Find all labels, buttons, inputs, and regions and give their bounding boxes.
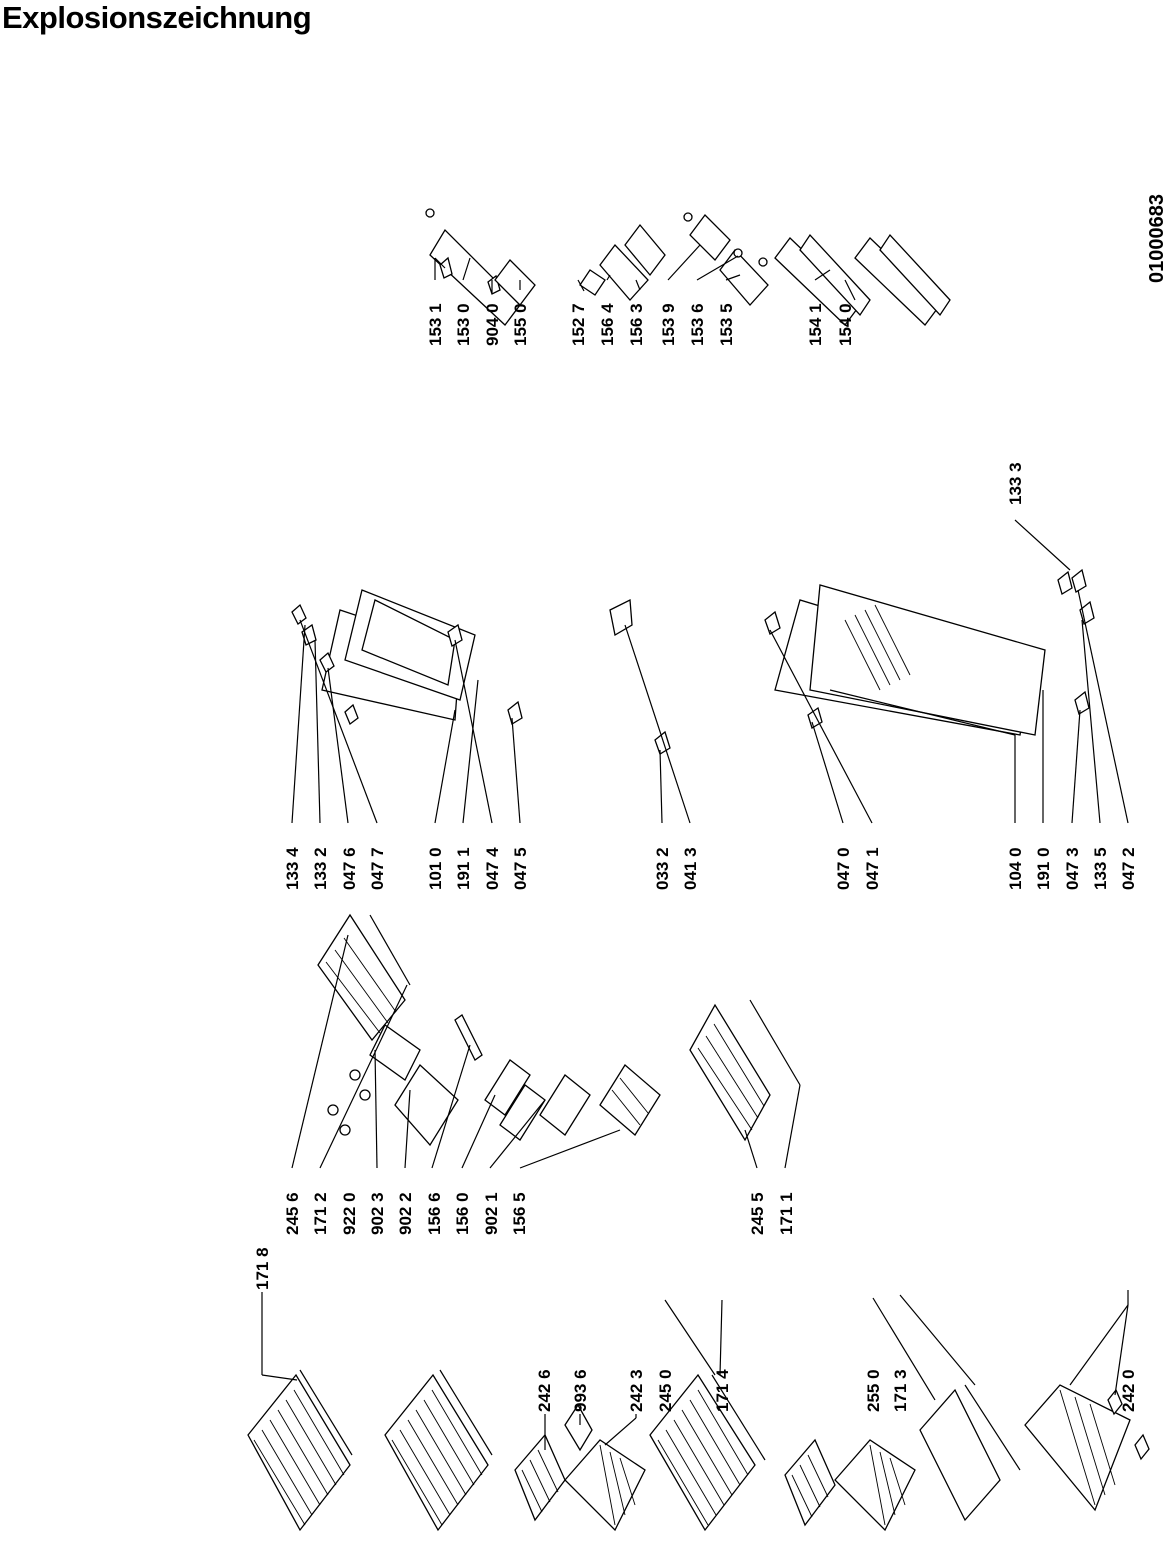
part-label: 047 0 — [834, 847, 853, 890]
part-label: 047 7 — [368, 847, 387, 890]
vegetable-drawer-drawing — [1024, 1384, 1150, 1512]
rack-drawing — [369, 1024, 421, 1081]
fridge-door-drawing — [764, 568, 1095, 736]
part-label: 156 0 — [453, 1192, 472, 1235]
page-title: Explosionszeichnung — [2, 0, 312, 35]
tray-drawing — [539, 1074, 591, 1136]
part-label: 993 6 — [571, 1369, 590, 1412]
hinge-drawing — [609, 598, 671, 755]
leader-lines — [261, 244, 1129, 1450]
egg-holder-drawing — [494, 259, 536, 306]
part-label: 133 2 — [311, 847, 330, 890]
frame-drawing — [394, 1063, 459, 1147]
part-label: 047 4 — [483, 847, 502, 890]
part-number-labels: 171 8 242 6 993 6 242 3 245 0 171 4 255 … — [253, 303, 1138, 1412]
part-label: 242 3 — [627, 1369, 646, 1412]
rail-drawing — [454, 1014, 483, 1061]
part-label: 245 5 — [748, 1192, 767, 1235]
part-label: 047 2 — [1119, 847, 1138, 890]
small-grid-shelf-drawing — [784, 1438, 836, 1527]
bottle-shelf-drawing — [774, 233, 951, 326]
part-label: 902 2 — [396, 1192, 415, 1235]
door-bin-drawing — [683, 212, 769, 306]
freezer-door-drawing — [291, 589, 523, 726]
wire-shelf-drawing — [689, 999, 801, 1142]
part-label: 153 5 — [717, 303, 736, 346]
crisper-drawer-drawing — [564, 1439, 646, 1532]
part-label: 156 3 — [627, 303, 646, 346]
part-label: 153 1 — [426, 303, 445, 346]
part-label: 154 0 — [836, 303, 855, 346]
part-label: 242 6 — [535, 1369, 554, 1412]
part-label: 255 0 — [864, 1369, 883, 1412]
bracket-drawing — [564, 1403, 593, 1452]
part-label: 133 4 — [283, 847, 302, 890]
part-label: 041 3 — [681, 847, 700, 890]
wire-shelf-drawing — [317, 913, 411, 1042]
crisper-drawer-drawing — [834, 1439, 916, 1532]
drawing-id: 01000683 — [1146, 194, 1168, 283]
part-label: 922 0 — [340, 1192, 359, 1235]
part-label: 153 6 — [688, 303, 707, 346]
drawer-drawing — [599, 1064, 661, 1136]
part-label: 902 1 — [482, 1192, 501, 1235]
part-label: 133 3 — [1006, 462, 1025, 505]
part-drawings — [247, 208, 1150, 1532]
part-label: 047 3 — [1063, 847, 1082, 890]
part-label: 047 5 — [511, 847, 530, 890]
part-label: 047 6 — [340, 847, 359, 890]
part-label: 191 1 — [454, 847, 473, 890]
part-label: 191 0 — [1034, 847, 1053, 890]
part-label: 245 0 — [656, 1369, 675, 1412]
part-label: 152 7 — [569, 303, 588, 346]
part-label: 047 1 — [863, 847, 882, 890]
part-label: 156 4 — [598, 303, 617, 346]
part-label: 153 0 — [454, 303, 473, 346]
part-label: 171 1 — [777, 1192, 796, 1235]
wire-shelf-drawing — [247, 1369, 353, 1532]
part-label: 245 6 — [283, 1192, 302, 1235]
part-label: 133 5 — [1091, 847, 1110, 890]
part-label: 171 4 — [713, 1369, 732, 1412]
part-label: 156 5 — [510, 1192, 529, 1235]
part-label: 101 0 — [426, 847, 445, 890]
part-label: 242 0 — [1119, 1369, 1138, 1412]
part-label: 033 2 — [653, 847, 672, 890]
part-label: 902 3 — [368, 1192, 387, 1235]
part-label: 154 1 — [806, 303, 825, 346]
part-label: 171 3 — [891, 1369, 910, 1412]
part-label: 171 8 — [253, 1247, 272, 1290]
knob-drawing — [327, 1069, 371, 1136]
small-grid-shelf-drawing — [514, 1433, 566, 1522]
part-label: 153 9 — [659, 303, 678, 346]
part-label: 904 0 — [483, 303, 502, 346]
part-label: 104 0 — [1006, 847, 1025, 890]
glass-shelf-drawing — [919, 1384, 1021, 1522]
egg-tray-drawing — [484, 1059, 546, 1141]
door-bin-drawing — [579, 223, 666, 301]
wire-shelf-drawing — [649, 1373, 766, 1532]
wire-shelf-drawing — [384, 1369, 493, 1532]
part-label: 156 6 — [425, 1192, 444, 1235]
part-label: 155 0 — [511, 303, 530, 346]
part-label: 171 2 — [311, 1192, 330, 1235]
